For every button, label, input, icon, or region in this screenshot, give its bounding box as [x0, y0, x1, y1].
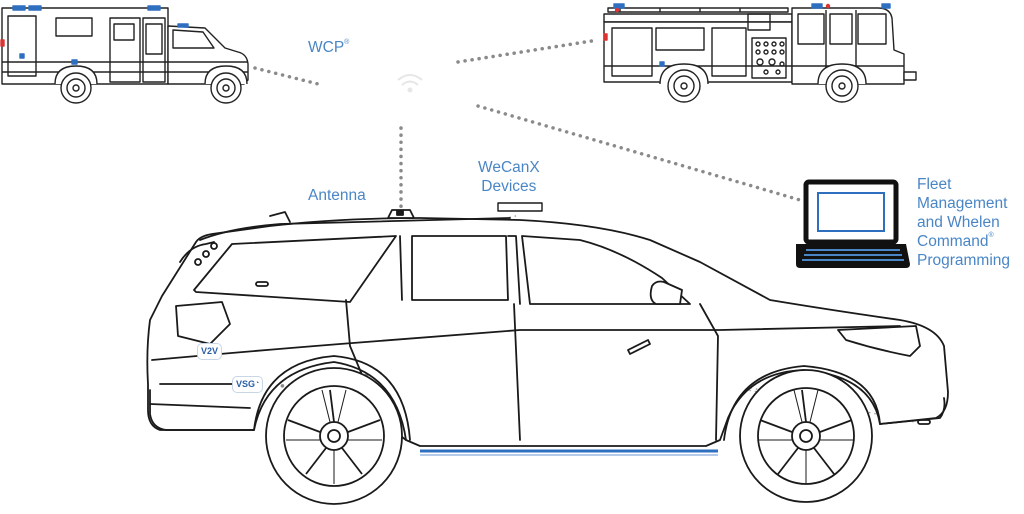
laptop-icon: [796, 179, 910, 268]
fire-truck-icon: [603, 3, 917, 103]
vsg-badge: VSG◔: [232, 376, 264, 393]
wecanx-devices-label: WeCanX Devices: [478, 160, 540, 194]
wcp-registered-mark: ®: [344, 39, 350, 46]
link-ambulance-wcp: [253, 66, 320, 86]
wecanx-line-2: Devices: [481, 177, 537, 195]
wecanx-line-1: WeCanX: [478, 159, 540, 176]
fleet-management-label: Fleet Management and Whelen Command® Pro…: [917, 176, 1010, 271]
rear-wheel: [265, 367, 403, 505]
wcp-text: WCP: [308, 39, 345, 56]
rear-window: [193, 235, 397, 303]
suv-icon: [146, 202, 949, 447]
fleet-line-2: Management: [917, 194, 1008, 212]
fleet-line-4: Command: [917, 232, 989, 250]
fleet-line-3: and Whelen: [917, 213, 1000, 231]
link-wcp-firetruck: [456, 38, 600, 64]
fleet-line-4-wrap: Command®: [917, 231, 1010, 252]
antenna-label: Antenna: [308, 187, 366, 204]
fleet-line-5: Programming: [917, 251, 1011, 269]
middle-window: [411, 235, 509, 301]
wcp-label: WCP®: [308, 39, 350, 56]
vsg-wifi-icon: ◔: [255, 380, 260, 387]
pump-panel: [751, 37, 787, 79]
link-wcp-laptop: [476, 104, 802, 202]
fleet-registered-mark: ®: [988, 231, 994, 239]
front-wheel: [739, 369, 873, 503]
vsg-text: VSG: [236, 379, 256, 389]
ambulance-icon: [0, 5, 249, 104]
wifi-icon: [397, 74, 423, 93]
fleet-line-1: Fleet: [917, 176, 952, 193]
v2v-badge: V2V: [197, 343, 223, 360]
